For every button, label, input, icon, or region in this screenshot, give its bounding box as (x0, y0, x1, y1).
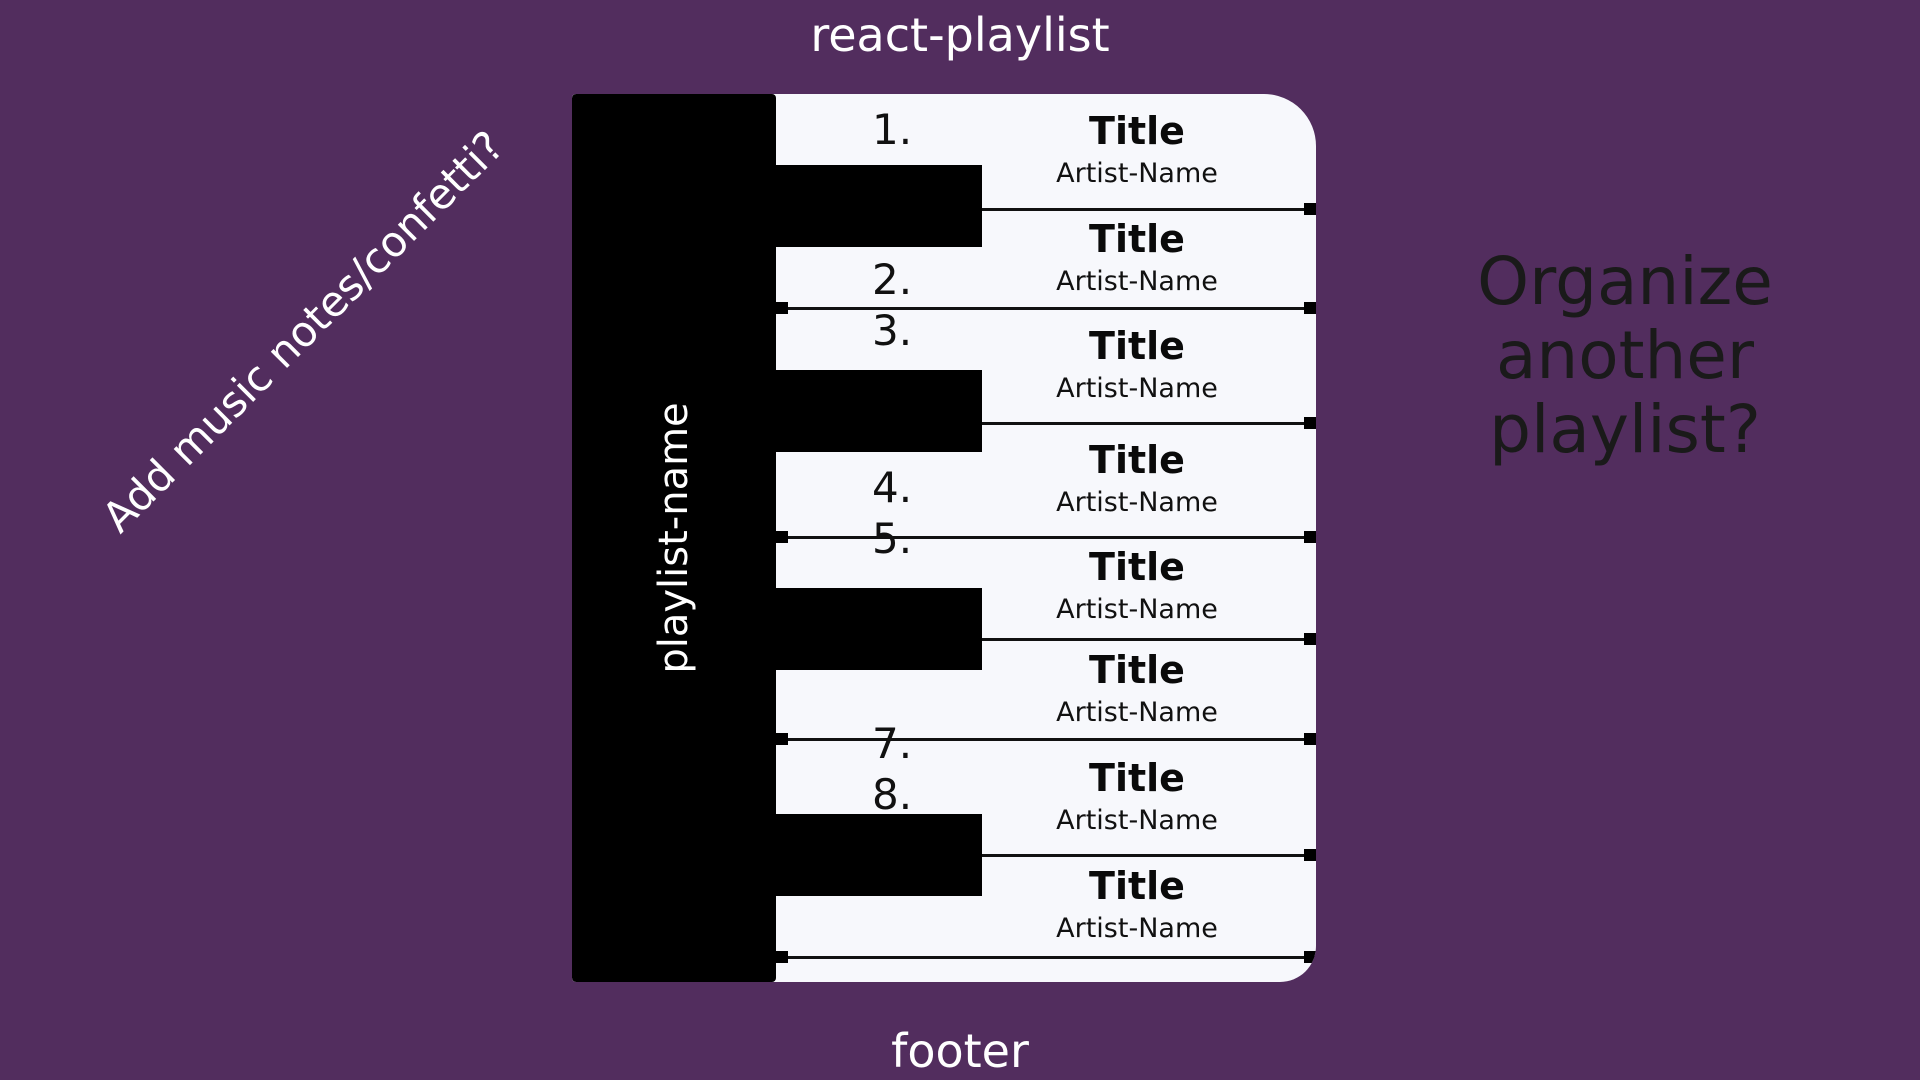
divider-cap (776, 951, 788, 963)
song-title: Title (1089, 756, 1185, 800)
divider-cap (776, 531, 788, 543)
divider-cap (776, 733, 788, 745)
black-key (776, 165, 982, 247)
divider-cap (1304, 302, 1316, 314)
divider-cap (1304, 849, 1316, 861)
divider-cap (1304, 203, 1316, 215)
divider-cap (1304, 733, 1316, 745)
song-title: Title (1089, 217, 1185, 261)
song-item[interactable]: Title Artist-Name (1022, 755, 1252, 841)
song-title: Title (1089, 324, 1185, 368)
track-number: 8. (872, 770, 913, 819)
app-title: react-playlist (810, 8, 1110, 62)
track-divider (776, 536, 1316, 539)
song-artist: Artist-Name (1056, 594, 1218, 625)
song-item[interactable]: Title Artist-Name (1022, 323, 1252, 409)
track-number: 2. (872, 255, 913, 304)
song-title: Title (1089, 864, 1185, 908)
song-artist: Artist-Name (1056, 805, 1218, 836)
track-divider (776, 956, 1316, 959)
song-item[interactable]: Title Artist-Name (1022, 647, 1252, 733)
track-number: 3. (872, 306, 913, 355)
black-key (776, 370, 982, 452)
divider-cap (776, 302, 788, 314)
song-artist: Artist-Name (1056, 697, 1218, 728)
song-item[interactable]: Title Artist-Name (1022, 216, 1252, 302)
song-item[interactable]: Title Artist-Name (1022, 863, 1252, 949)
song-artist: Artist-Name (1056, 373, 1218, 404)
black-key (776, 814, 982, 896)
song-artist: Artist-Name (1056, 266, 1218, 297)
song-item[interactable]: Title Artist-Name (1022, 108, 1252, 194)
song-title: Title (1089, 109, 1185, 153)
footer: footer (891, 1024, 1029, 1078)
song-title: Title (1089, 648, 1185, 692)
organize-line-2: playlist? (1489, 391, 1761, 468)
track-divider (982, 208, 1316, 211)
divider-cap (1304, 633, 1316, 645)
divider-cap (1304, 951, 1316, 963)
song-artist: Artist-Name (1056, 913, 1218, 944)
divider-cap (1304, 417, 1316, 429)
song-artist: Artist-Name (1056, 487, 1218, 518)
track-divider (776, 738, 1316, 741)
black-key (776, 588, 982, 670)
song-item[interactable]: Title Artist-Name (1022, 544, 1252, 630)
song-item[interactable]: Title Artist-Name (1022, 437, 1252, 523)
side-note: Add music notes/confetti? (92, 121, 514, 542)
song-title: Title (1089, 545, 1185, 589)
organize-another-playlist-button[interactable]: Organize another playlist? (1350, 245, 1900, 467)
track-divider (982, 638, 1316, 641)
track-divider (982, 422, 1316, 425)
playlist-name[interactable]: playlist-name (651, 402, 697, 674)
organize-line-1: Organize another (1477, 243, 1773, 394)
playlist-spine: playlist-name (572, 94, 776, 982)
playlist-card: playlist-name 1. 2. 3. 4. 5. 7. 8. Title… (572, 94, 1316, 982)
track-number: 4. (872, 463, 913, 512)
track-number: 7. (872, 719, 913, 768)
song-title: Title (1089, 438, 1185, 482)
track-divider (776, 307, 1316, 310)
song-artist: Artist-Name (1056, 158, 1218, 189)
track-divider (982, 854, 1316, 857)
track-number: 5. (872, 514, 913, 563)
track-number: 1. (872, 105, 913, 154)
divider-cap (1304, 531, 1316, 543)
